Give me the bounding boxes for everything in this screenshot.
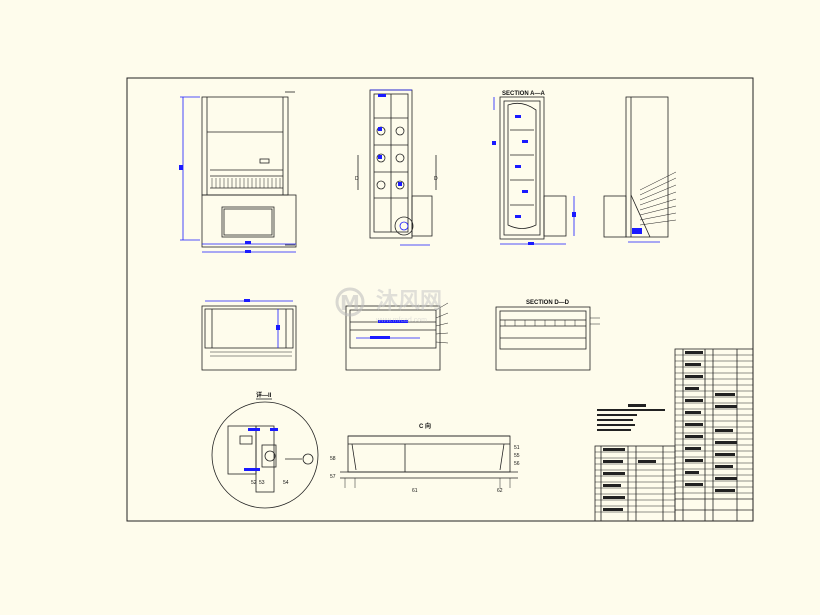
callout-57: 57 (330, 474, 336, 480)
callout-56: 56 (514, 461, 520, 467)
section-dd-title: SECTION D—D (526, 300, 570, 306)
detail-title: 详—II (256, 391, 272, 399)
watermark-brand: 沐风网 (376, 289, 442, 314)
side-section-view: D D (355, 89, 438, 246)
callout-52: 52 (251, 480, 257, 486)
callout-58: 58 (330, 456, 336, 462)
callout-55: 55 (514, 453, 520, 459)
technical-notes (597, 404, 665, 431)
title-block (674, 348, 754, 522)
callout-54: 54 (283, 480, 289, 486)
section-aa-title: SECTION A—A (502, 91, 545, 97)
svg-text:D: D (434, 176, 438, 182)
top-section-view (345, 302, 449, 371)
section-dd-view: SECTION D—D (495, 300, 600, 371)
callout-53: 53 (259, 480, 265, 486)
sheet-border (126, 77, 754, 522)
view-c-title: C 向 (419, 422, 431, 430)
front-elevation-view (179, 91, 297, 253)
callout-61: 61 (412, 488, 418, 494)
callout-62: 62 (497, 488, 503, 494)
callout-51: 51 (514, 445, 520, 451)
section-aa-view: SECTION A—A (492, 91, 576, 245)
parts-list (594, 445, 676, 522)
view-c: C 向 51 55 56 58 57 61 62 (330, 422, 520, 494)
detail-view: 详—II 53 52 54 (211, 391, 319, 509)
watermark: M 沐风网 www.mfcad.com (335, 287, 442, 324)
svg-text:M: M (340, 291, 360, 315)
watermark-url: www.mfcad.com (375, 317, 427, 324)
top-view (201, 299, 297, 371)
right-side-view (603, 96, 677, 243)
svg-text:D: D (355, 176, 359, 182)
